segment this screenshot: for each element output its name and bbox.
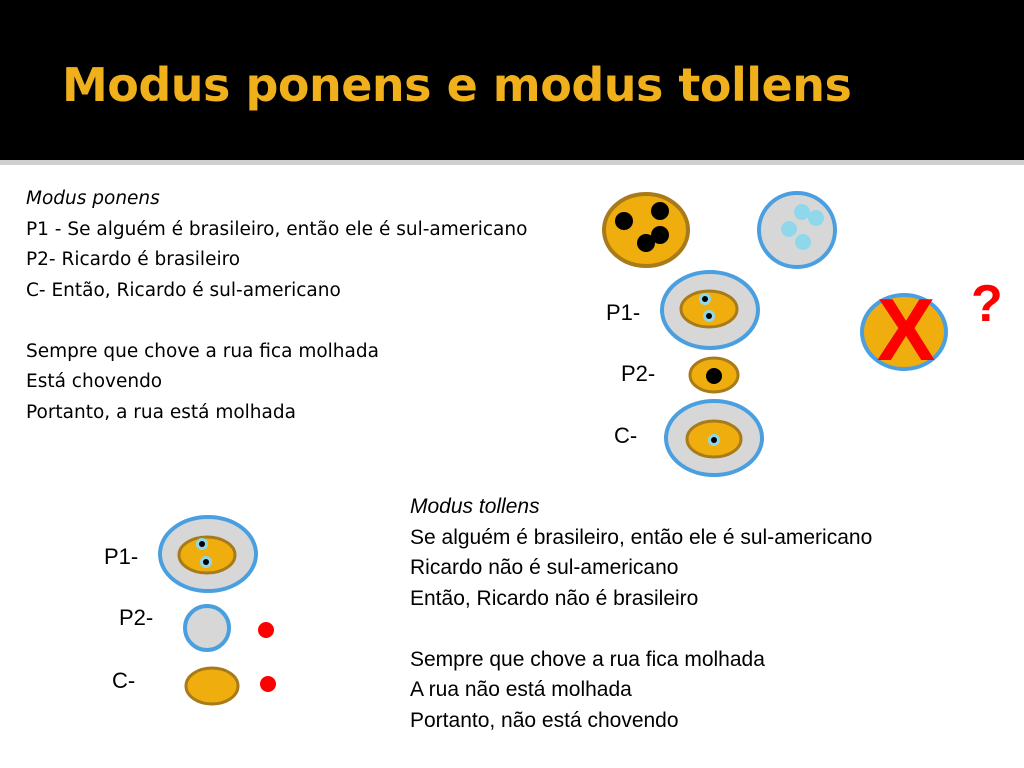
ponens-line-p2: P2- Ricardo é brasileiro (26, 249, 241, 270)
tollens-line-c: Então, Ricardo não é brasileiro (410, 586, 699, 610)
tollens-line-p2: Ricardo não é sul-americano (410, 556, 679, 579)
modus-ponens-text: Modus ponens P1 - Se alguém é brasileiro… (26, 184, 527, 428)
question-mark: ? (971, 275, 1003, 333)
invalid-x-mark: X (877, 280, 936, 379)
modus-tollens-heading: Modus tollens (410, 495, 540, 518)
ponens-label-p1: P1- (606, 300, 641, 325)
tollens-p2-diagram (183, 604, 274, 652)
tollens-c-diagram (184, 666, 276, 706)
ponens-example-1: Sempre que chove a rua fica molhada (26, 340, 379, 362)
ricardo-dot-c (260, 676, 276, 692)
tollens-example-1: Sempre que chove a rua fica molhada (410, 647, 765, 671)
title-bar (0, 0, 1024, 160)
tollens-label-p1: P1- (104, 544, 139, 569)
tollens-example-3: Portanto, não está chovendo (410, 708, 679, 732)
brazilians-set-icon (757, 191, 837, 269)
ponens-p2-diagram (688, 356, 740, 394)
slide-title: Modus ponens e modus tollens (62, 58, 852, 112)
tollens-label-c: C- (112, 668, 136, 693)
ponens-label-c: C- (614, 423, 638, 448)
ponens-label-p2: P2- (621, 361, 656, 386)
ponens-c-diagram (664, 399, 764, 477)
tollens-label-p2: P2- (119, 605, 154, 630)
invalid-inference-icon: X (860, 280, 948, 379)
modus-ponens-heading: Modus ponens (26, 188, 160, 209)
ricardo-dot-p2 (258, 622, 274, 638)
tollens-line-p1: Se alguém é brasileiro, então ele é sul-… (410, 525, 873, 549)
ponens-example-2: Está chovendo (26, 371, 163, 392)
ponens-line-c: C- Então, Ricardo é sul-americano (26, 279, 341, 301)
modus-tollens-text: Modus tollens Se alguém é brasileiro, en… (410, 492, 872, 736)
ponens-example-3: Portanto, a rua está molhada (26, 401, 296, 423)
ponens-line-p1: P1 - Se alguém é brasileiro, então ele é… (26, 218, 528, 240)
ponens-p1-diagram (660, 270, 760, 350)
south-americans-set-icon (602, 192, 690, 268)
title-divider (0, 160, 1024, 165)
tollens-p1-diagram (158, 515, 258, 593)
tollens-example-2: A rua não está molhada (410, 678, 632, 701)
